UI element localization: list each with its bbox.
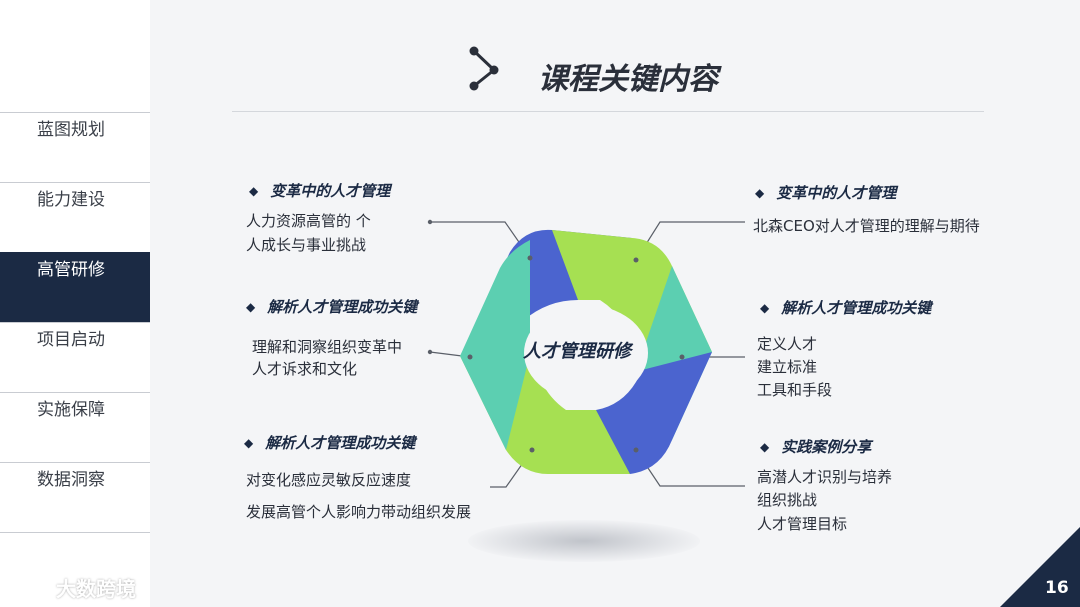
right-text-1a: 北森CEO对人才管理的理解与期待 — [753, 217, 980, 235]
hexagon-cycle-diagram — [427, 219, 745, 488]
connector-dots — [427, 219, 685, 453]
watermark-text: 大数跨境 — [56, 576, 136, 601]
diamond-bullet-icon: ◆ — [244, 436, 254, 450]
page-title: 课程关键内容 — [538, 62, 718, 97]
sidebar: 蓝图规划 能力建设 高管研修 项目启动 实施保障 数据洞察 — [0, 0, 150, 607]
left-text-1b: 人成长与事业挑战 — [246, 236, 367, 254]
sidebar-item-capability[interactable]: 能力建设 — [0, 182, 150, 252]
sidebar-item-label: 高管研修 — [37, 260, 105, 280]
sidebar-item-label: 项目启动 — [37, 330, 105, 350]
left-text-2a: 理解和洞察组织变革中 — [252, 338, 403, 356]
sidebar-divider — [0, 532, 150, 533]
page-corner-triangle — [1000, 527, 1080, 607]
left-text-3a: 对变化感应灵敏反应速度 — [246, 471, 412, 489]
right-text-2c: 工具和手段 — [757, 381, 833, 399]
watermark-logo-icon — [12, 578, 50, 597]
right-text-2b: 建立标准 — [757, 358, 818, 376]
diagram-center-label: 人才管理研修 — [523, 341, 631, 362]
left-text-2b: 人才诉求和文化 — [252, 360, 358, 378]
left-text-1a: 人力资源高管的 个 — [246, 212, 371, 230]
sidebar-item-executive-training[interactable]: 高管研修 — [0, 252, 150, 322]
watermark: 大数跨境 — [10, 572, 136, 602]
right-heading-1: ◆变革中的人才管理 — [755, 184, 897, 202]
left-heading-2: ◆解析人才管理成功关键 — [246, 298, 418, 316]
sidebar-item-label: 实施保障 — [37, 400, 105, 420]
right-text-3b: 组织挑战 — [757, 491, 818, 509]
right-heading-3: ◆实践案例分享 — [760, 438, 872, 456]
right-text-3c: 人才管理目标 — [757, 515, 848, 533]
diamond-bullet-icon: ◆ — [246, 300, 256, 314]
sidebar-item-project-launch[interactable]: 项目启动 — [0, 322, 150, 392]
sidebar-item-data-insight[interactable]: 数据洞察 — [0, 462, 150, 532]
sidebar-item-label: 数据洞察 — [37, 470, 105, 490]
diagram-shadow — [468, 520, 700, 562]
sidebar-item-implementation[interactable]: 实施保障 — [0, 392, 150, 462]
diamond-bullet-icon: ◆ — [755, 186, 765, 200]
diamond-bullet-icon: ◆ — [760, 440, 770, 454]
sidebar-item-blueprint[interactable]: 蓝图规划 — [0, 112, 150, 182]
left-heading-1: ◆变革中的人才管理 — [249, 182, 391, 200]
diamond-bullet-icon: ◆ — [760, 301, 770, 315]
right-heading-2: ◆解析人才管理成功关键 — [760, 299, 932, 317]
sidebar-item-label: 能力建设 — [37, 190, 105, 210]
left-heading-3: ◆解析人才管理成功关键 — [244, 434, 416, 452]
sidebar-item-label: 蓝图规划 — [37, 120, 105, 140]
header-divider — [232, 111, 984, 112]
left-text-3b: 发展高管个人影响力带动组织发展 — [246, 503, 472, 521]
share-node-icon — [469, 46, 499, 91]
right-text-3a: 高潜人才识别与培养 — [757, 468, 893, 486]
ribbon-teal-left — [460, 240, 530, 450]
right-text-2a: 定义人才 — [757, 335, 818, 353]
page-number: 16 — [1045, 578, 1069, 598]
diamond-bullet-icon: ◆ — [249, 184, 259, 198]
